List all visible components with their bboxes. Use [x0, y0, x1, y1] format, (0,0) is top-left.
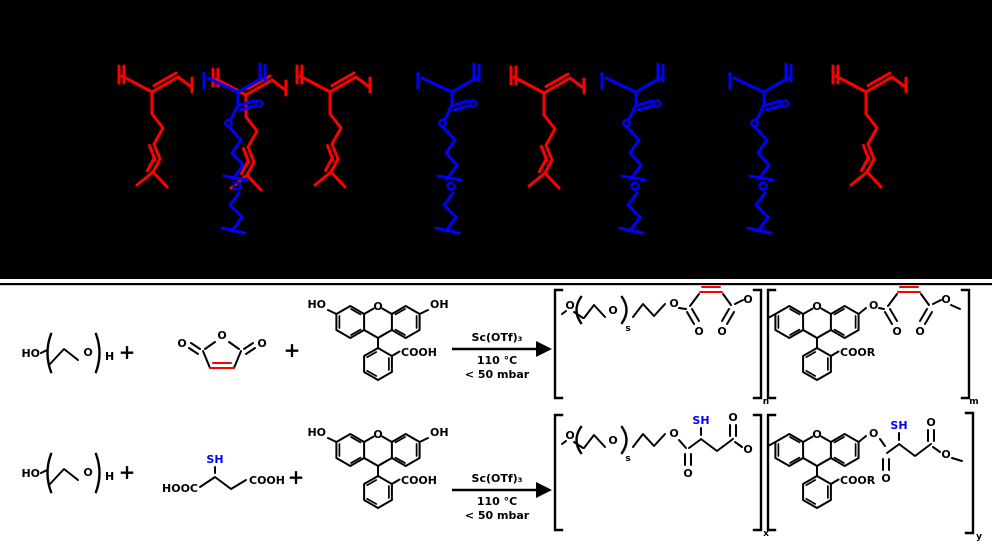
oxygen-label: O — [717, 325, 726, 338]
ho-label: HO — [21, 347, 40, 360]
reaction-scheme-2: HO O H + HOOC SH COOH + HO OH O COOH — [21, 411, 982, 542]
sh-label: SH — [692, 414, 709, 427]
oxygen-label: O — [83, 346, 92, 359]
temperature-label: 110 °C — [477, 495, 517, 508]
ho-label: HO — [307, 298, 326, 311]
plus-sign: + — [288, 465, 305, 489]
peg-reactant-2: HO O H — [21, 452, 114, 494]
block-subscript-y: y — [976, 532, 982, 542]
coor-label: COOR — [840, 474, 876, 487]
reaction-scheme-1: HO O H + O O O + HO OH O COOH — [21, 286, 979, 407]
peg-reactant-1: HO O H — [21, 332, 114, 374]
arrowhead — [536, 341, 552, 357]
reaction-arrow-1: Sc(OTf)₃ 110 °C < 50 mbar — [452, 331, 552, 381]
plus-sign: + — [119, 340, 136, 364]
oxygen-label: O — [565, 429, 574, 442]
bottom-panel-background — [0, 279, 992, 545]
temperature-label: 110 °C — [477, 354, 517, 367]
catalyst-label: Sc(OTf)₃ — [472, 472, 523, 485]
xanthene-oxygen: O — [373, 428, 382, 441]
pressure-label: < 50 mbar — [465, 509, 530, 522]
top-panel-background — [0, 0, 992, 279]
xanthene-oxygen: O — [812, 300, 821, 313]
h-label: H — [105, 470, 114, 483]
cooh-label: COOH — [249, 474, 285, 487]
fluorescein-reactant-2: HO OH O COOH — [307, 426, 449, 509]
catalyst-label: Sc(OTf)₃ — [472, 331, 523, 344]
peg-repeat-subscript: s — [625, 454, 630, 464]
ho-label: HO — [307, 426, 326, 439]
oxygen-label: O — [869, 299, 878, 312]
oxygen-label: O — [683, 467, 692, 480]
coor-label: COOR — [840, 346, 876, 359]
sh-label: SH — [206, 453, 223, 466]
plus-sign: + — [284, 338, 301, 362]
reaction-arrow-2: Sc(OTf)₃ 110 °C < 50 mbar — [452, 472, 552, 522]
oxygen-label: O — [608, 434, 617, 447]
oxygen-label: O — [743, 293, 752, 306]
oxygen-label: O — [728, 411, 737, 424]
block-subscript-x: x — [763, 529, 769, 539]
block-subscript-n: n — [763, 397, 769, 407]
oxygen-label: O — [257, 337, 266, 350]
maleic-double-bond — [209, 362, 235, 369]
oxygen-label: O — [926, 416, 935, 429]
ho-label: HO — [21, 467, 40, 480]
oxygen-label: O — [177, 337, 186, 350]
oxygen-label: O — [892, 325, 901, 338]
fluorescein-reactant-1: HO OH O COOH — [307, 298, 449, 381]
oxygen-label: O — [694, 325, 703, 338]
oxygen-label: O — [669, 427, 678, 440]
product2-peg-thiosuccinate-block: O O s O O SH O O x — [553, 411, 769, 539]
pressure-label: < 50 mbar — [465, 368, 530, 381]
oh-label: OH — [430, 426, 449, 439]
cooh-label: COOH — [401, 474, 437, 487]
oxygen-label: O — [915, 325, 924, 338]
oxygen-label: O — [217, 329, 226, 342]
sh-label: SH — [890, 419, 907, 432]
xanthene-oxygen: O — [812, 428, 821, 441]
oxygen-label: O — [743, 443, 752, 456]
xanthene-oxygen: O — [373, 300, 382, 313]
oxygen-label: O — [941, 448, 950, 461]
product1-fluorescein-maleate-block: O COOR O O O O m — [766, 286, 979, 407]
oxygen-label: O — [83, 466, 92, 479]
block-subscript-m: m — [969, 397, 978, 407]
oxygen-label: O — [881, 472, 890, 485]
oh-label: OH — [430, 298, 449, 311]
product2-fluorescein-thiosuccinate-block: O COOR O O SH O O y — [766, 411, 982, 542]
panel-divider — [0, 283, 992, 286]
hooc-label: HOOC — [162, 482, 198, 495]
mercaptosuccinic-acid: HOOC SH COOH — [162, 453, 285, 495]
maleate-double-bond — [897, 286, 921, 293]
plus-sign: + — [119, 460, 136, 484]
product1-peg-maleate-block: O O s O O O O n — [553, 286, 769, 407]
maleate-double-bond — [699, 286, 723, 293]
oxygen-label: O — [565, 299, 574, 312]
oxygen-label: O — [608, 304, 617, 317]
h-label: H — [105, 350, 114, 363]
peg-repeat-subscript: s — [625, 324, 630, 334]
cooh-label: COOH — [401, 346, 437, 359]
maleic-anhydride: O O O — [177, 329, 267, 369]
arrowhead — [536, 482, 552, 498]
oxygen-label: O — [669, 297, 678, 310]
oxygen-label: O — [869, 427, 878, 440]
oxygen-label: O — [941, 293, 950, 306]
